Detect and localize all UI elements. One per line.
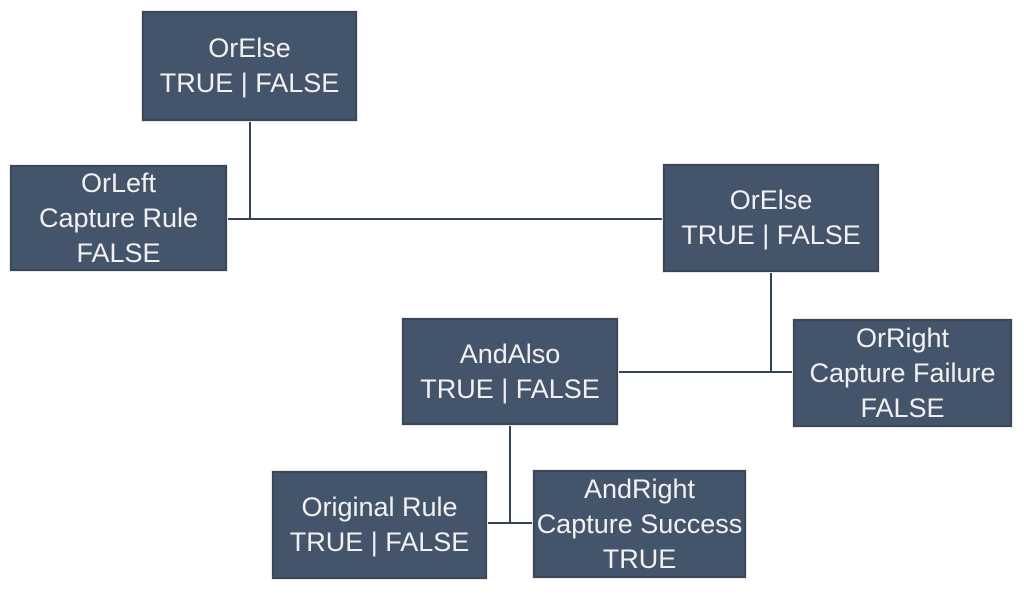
node-value: TRUE | FALSE — [159, 68, 340, 98]
node-title: AndAlso — [459, 338, 561, 369]
node-value: TRUE | FALSE — [681, 220, 861, 250]
node-orright: OrRight Capture Failure FALSE — [793, 319, 1012, 427]
node-orelse-right: OrElse TRUE | FALSE — [663, 164, 879, 272]
node-title: Original Rule — [301, 492, 458, 522]
node-subtitle: Capture Failure — [809, 357, 996, 388]
connector-orelse-right-drop — [770, 272, 772, 373]
node-andright: AndRight Capture Success TRUE — [533, 470, 746, 578]
node-value: FALSE — [76, 237, 161, 268]
connector-orelse-top-drop — [249, 121, 251, 220]
node-title: OrLeft — [80, 167, 157, 198]
node-title: AndRight — [583, 473, 696, 504]
connector-original-to-andright — [487, 522, 533, 524]
node-original-rule: Original Rule TRUE | FALSE — [272, 471, 487, 579]
node-orelse-top: OrElse TRUE | FALSE — [142, 11, 357, 121]
node-value: TRUE | FALSE — [420, 373, 600, 404]
node-title: OrRight — [855, 322, 950, 353]
node-andalso: AndAlso TRUE | FALSE — [402, 318, 618, 425]
connector-andalso-drop — [509, 425, 511, 524]
connector-andalso-to-orright — [618, 371, 793, 373]
node-orleft: OrLeft Capture Rule FALSE — [10, 165, 227, 271]
node-value: TRUE | FALSE — [289, 527, 470, 557]
node-subtitle: Capture Rule — [38, 202, 199, 233]
node-title: OrElse — [729, 185, 813, 215]
node-value: TRUE — [602, 543, 677, 574]
node-value: FALSE — [860, 392, 945, 423]
node-subtitle: Capture Success — [536, 508, 743, 539]
node-title: OrElse — [208, 33, 291, 63]
connector-orleft-to-orelse-right — [227, 218, 663, 220]
